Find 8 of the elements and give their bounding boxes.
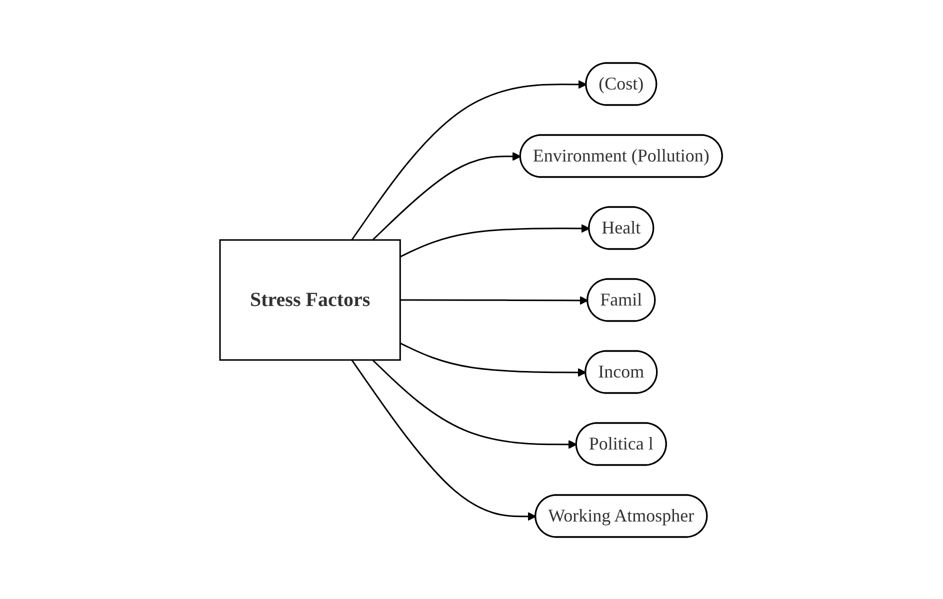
arrow [400,342,587,376]
arrow [352,80,588,240]
arrow [372,358,578,448]
arrow [372,152,522,240]
node-box: Stress Factors [220,238,402,360]
arrow [400,224,590,257]
arrow [400,296,589,304]
arrow [352,359,537,520]
